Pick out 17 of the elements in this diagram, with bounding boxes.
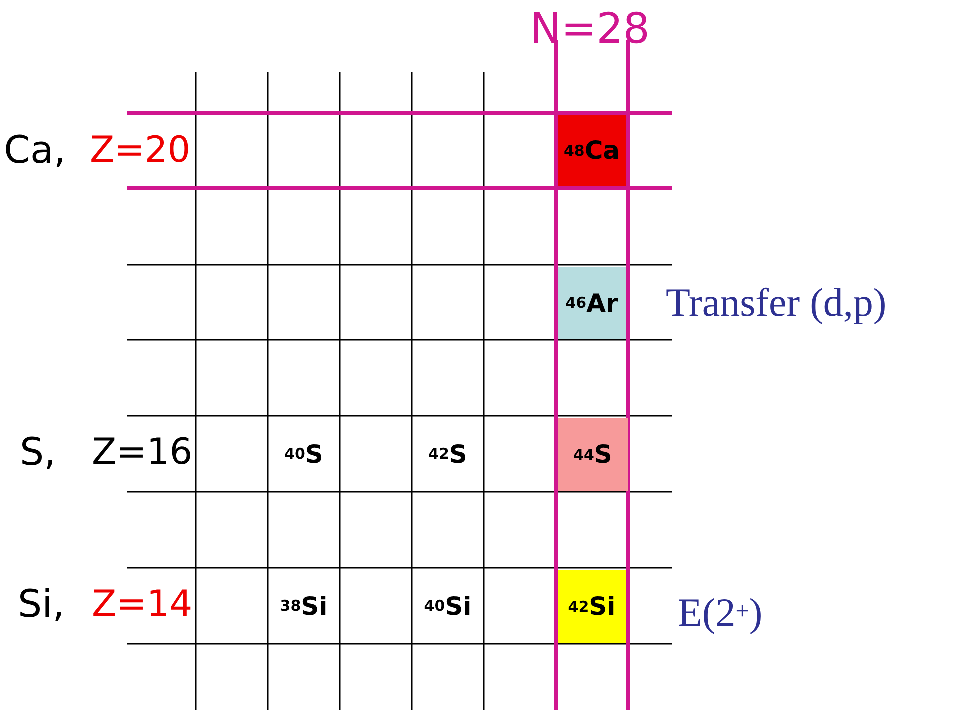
neutron-number-label: N=28 (528, 2, 652, 54)
nuclide-label: $^{42}$S (428, 438, 468, 470)
nuclide-cell: $^{46}$Ar (558, 267, 626, 339)
element-label: S, (20, 429, 58, 476)
proton-number-label: Z=20 (90, 128, 192, 172)
nuclide-label: $^{40}$S (284, 438, 324, 470)
measurement-method-label: E(2$^{+}$) (678, 588, 764, 636)
nuclide-label: $^{38}$Si (279, 590, 329, 622)
nuclide-label: $^{40}$Si (423, 590, 473, 622)
proton-number-label: Z=14 (92, 582, 194, 626)
nuclide-cell: $^{42}$Si (558, 570, 626, 643)
element-label: Si, (18, 581, 66, 628)
element-label: Ca, (4, 127, 67, 174)
nuclide-cell: $^{44}$S (558, 418, 628, 491)
proton-number-label: Z=16 (92, 430, 194, 474)
measurement-method-label: Transfer (d,p) (666, 278, 888, 326)
nuclide-cell: $^{48}$Ca (558, 115, 626, 186)
